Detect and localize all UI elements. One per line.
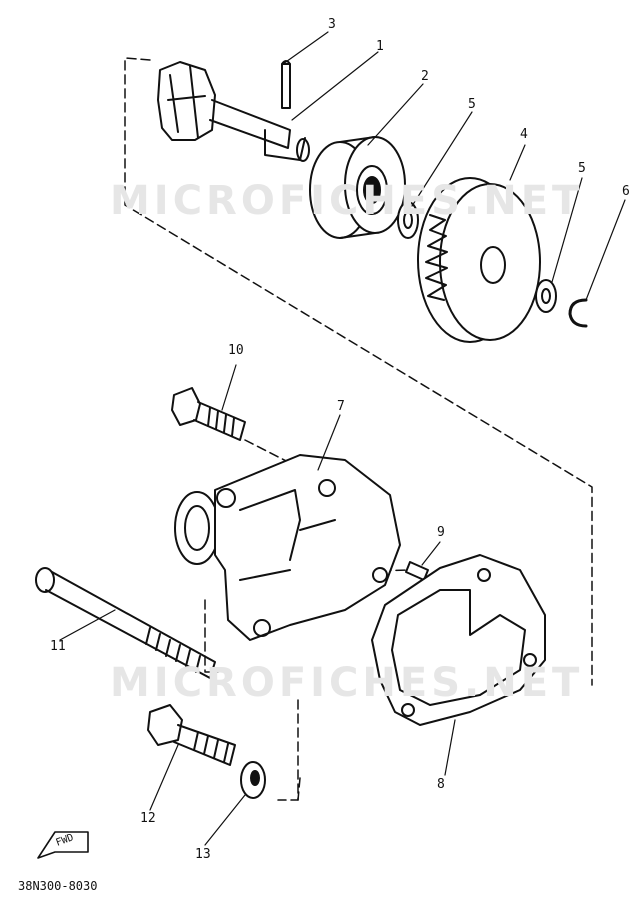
gasket — [371, 554, 546, 726]
callout-5b: 5 — [578, 161, 586, 176]
callout-6: 6 — [622, 184, 630, 199]
drive-gear — [417, 177, 541, 343]
shaft-pin — [281, 60, 291, 109]
leader-lines — [59, 31, 626, 846]
watermark-top: MICROFICHES.NET — [110, 178, 584, 224]
callout-3: 3 — [328, 17, 336, 32]
callout-2: 2 — [421, 69, 429, 84]
callout-8: 8 — [437, 777, 445, 792]
callout-5a: 5 — [468, 97, 476, 112]
callout-9: 9 — [437, 525, 445, 540]
watermark-bottom: MICROFICHES.NET — [110, 660, 584, 706]
pump-housing — [174, 454, 401, 641]
bearing — [309, 136, 406, 239]
bolt-12 — [147, 704, 236, 766]
callout-1: 1 — [376, 39, 384, 54]
callout-4: 4 — [520, 127, 528, 142]
callout-13: 13 — [195, 847, 211, 862]
callout-10: 10 — [228, 343, 244, 358]
diagram-code: 38N300-8030 — [18, 879, 98, 893]
bolt-10 — [171, 387, 246, 441]
callout-7: 7 — [337, 399, 345, 414]
bolt-11 — [35, 567, 216, 679]
callout-11: 11 — [50, 639, 66, 654]
forward-arrow-icon — [37, 831, 89, 859]
washer-upper — [397, 201, 419, 239]
callout-12: 12 — [140, 811, 156, 826]
washer-lower — [535, 279, 557, 313]
circlip — [568, 298, 588, 328]
washer-13 — [240, 761, 266, 799]
impeller-shaft — [157, 61, 310, 162]
